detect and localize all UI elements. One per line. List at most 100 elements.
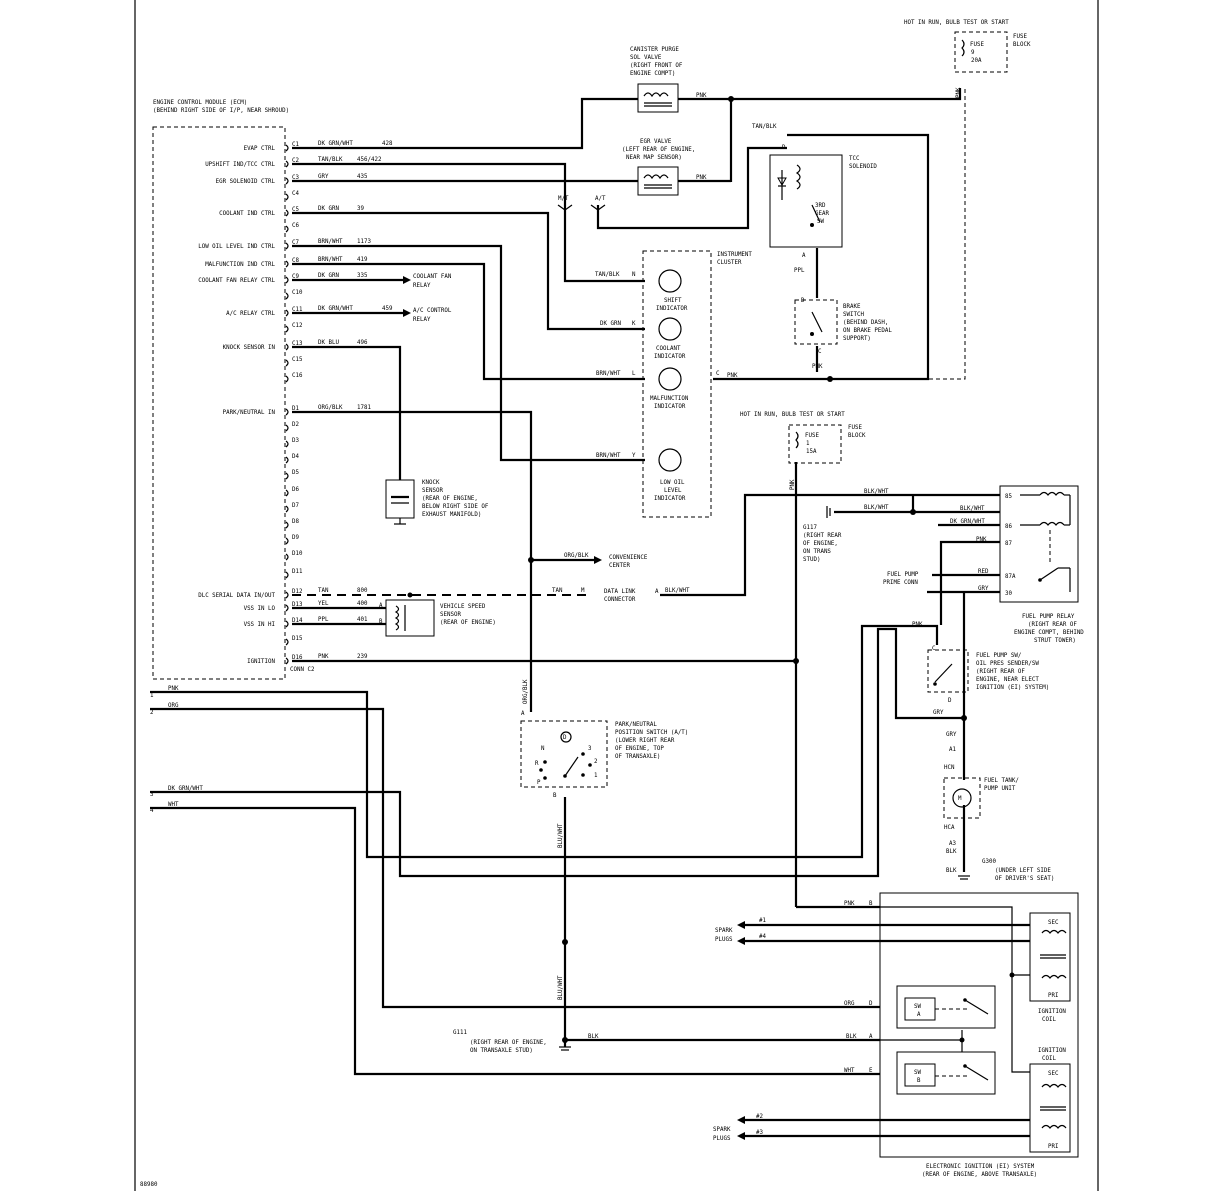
mt-at-switch: M/T A/T <box>557 196 606 211</box>
spark-plugs-lower: SPARK PLUGS #2 #3 <box>713 1114 763 1142</box>
svg-text:BRN/WHT: BRN/WHT <box>596 453 621 459</box>
ecm-module: ENGINE CONTROL MODULE (ECM) (BEHIND RIGH… <box>152 100 393 680</box>
svg-text:FUSE: FUSE <box>848 425 862 431</box>
ecm-pin-id: D11 <box>292 569 303 575</box>
svg-text:STRUT TOWER): STRUT TOWER) <box>1034 638 1076 644</box>
park-neutral-switch: A B D N R P 3 2 1 PARK/NEUTRAL POSITION … <box>520 679 688 1000</box>
svg-text:ENGINE COMPT, BEHIND: ENGINE COMPT, BEHIND <box>1014 630 1084 636</box>
svg-text:PPL: PPL <box>794 268 805 274</box>
svg-text:ENGINE COMPT): ENGINE COMPT) <box>630 71 675 77</box>
arrow-c11 <box>403 309 411 317</box>
svg-text:INSTRUMENT: INSTRUMENT <box>717 252 752 258</box>
ecm-pin-name: UPSHIFT IND/TCC CTRL <box>205 162 275 168</box>
ecm-title-2: (BEHIND RIGHT SIDE OF I/P, NEAR SHROUD) <box>153 108 289 114</box>
ecm-pin-id: C5 <box>292 207 299 213</box>
ecm-pin-id: C9 <box>292 274 299 280</box>
ecm-pin-wire: DK BLU <box>318 340 339 346</box>
svg-text:EGR VALVE: EGR VALVE <box>640 139 672 145</box>
vehicle-speed-sensor: A B VEHICLE SPEED SENSOR (REAR OF ENGINE… <box>379 599 496 637</box>
svg-text:OF ENGINE,: OF ENGINE, <box>803 541 838 547</box>
ecm-pin-wire: YEL <box>318 601 329 607</box>
svg-text:GEAR: GEAR <box>815 211 829 217</box>
ecm-pin-circuit: 1173 <box>357 239 371 245</box>
svg-text:D: D <box>869 1001 873 1007</box>
svg-text:RELAY: RELAY <box>413 317 431 323</box>
oil-pressure-switch: PNK C D FUEL PUMP SW/ OIL PRES SENDER/SW… <box>912 622 1049 738</box>
svg-text:IGNITION: IGNITION <box>1038 1048 1066 1054</box>
svg-text:D: D <box>801 298 805 304</box>
svg-text:B: B <box>379 619 383 625</box>
svg-text:SWITCH: SWITCH <box>843 312 864 318</box>
svg-text:INDICATOR: INDICATOR <box>654 496 686 502</box>
svg-text:MALFUNCTION: MALFUNCTION <box>650 396 689 402</box>
svg-text:C: C <box>932 646 936 652</box>
ecm-pin-c10: C10 <box>285 290 303 300</box>
arrow-c9 <box>403 276 411 284</box>
svg-text:#2: #2 <box>756 1114 763 1120</box>
ecm-pin-circuit: 335 <box>357 273 368 279</box>
svg-text:PNK: PNK <box>696 93 707 99</box>
svg-text:TAN/BLK: TAN/BLK <box>752 124 777 130</box>
svg-text:SENSOR: SENSOR <box>440 612 461 618</box>
svg-text:R: R <box>535 761 539 767</box>
svg-text:TAN/BLK: TAN/BLK <box>595 272 620 278</box>
ecm-conn-label: CONN C2 <box>290 667 314 673</box>
wire-dlc-blkwht <box>660 493 913 597</box>
svg-text:ON TRANS: ON TRANS <box>803 549 831 555</box>
svg-text:VEHICLE SPEED: VEHICLE SPEED <box>440 604 486 610</box>
ecm-pin-id: D14 <box>292 618 303 624</box>
arrow-plug-4 <box>737 937 745 945</box>
ecm-pin-id: C7 <box>292 240 299 246</box>
wire-c1 <box>292 97 638 150</box>
svg-text:HCA: HCA <box>944 825 955 831</box>
ecm-pin-id: D12 <box>292 589 302 595</box>
wire-c13 <box>292 345 402 480</box>
ecm-pin-name: COOLANT FAN RELAY CTRL <box>198 278 275 284</box>
svg-text:PRI: PRI <box>1048 1144 1058 1150</box>
ecm-pin-wire: GRY <box>318 174 329 180</box>
svg-text:BLU/WHT: BLU/WHT <box>558 975 564 1000</box>
ecm-pin-circuit: 428 <box>382 141 393 147</box>
svg-text:PARK/NEUTRAL: PARK/NEUTRAL <box>615 722 657 728</box>
svg-text:SUPPORT): SUPPORT) <box>843 336 871 342</box>
svg-text:M: M <box>958 796 962 802</box>
ecm-pin-name: VSS IN HI <box>244 622 275 628</box>
svg-text:DATA LINK: DATA LINK <box>604 589 636 595</box>
svg-text:#3: #3 <box>756 1130 763 1136</box>
svg-text:COOLANT: COOLANT <box>656 346 681 352</box>
ecm-pin-id: D9 <box>292 535 299 541</box>
ecm-pin-circuit: 239 <box>357 654 368 660</box>
ecm-pin-id: C10 <box>292 290 303 296</box>
ecm-pin-name: COOLANT IND CTRL <box>219 211 275 217</box>
egr-valve: EGR VALVE (LEFT REAR OF ENGINE, NEAR MAP… <box>622 139 707 196</box>
svg-text:HOT IN RUN, BULB TEST OR START: HOT IN RUN, BULB TEST OR START <box>904 20 1009 26</box>
ecm-pin-id: C16 <box>292 373 303 379</box>
svg-text:TAN: TAN <box>552 588 563 594</box>
svg-text:E: E <box>869 1068 873 1074</box>
wire-pnk-to-fuse <box>731 88 962 101</box>
arrow-convenience <box>594 556 602 564</box>
svg-text:9: 9 <box>971 50 975 56</box>
ecm-pin-d3: D3 <box>285 438 299 448</box>
svg-text:N: N <box>541 746 545 752</box>
svg-text:KNOCK: KNOCK <box>422 480 440 486</box>
svg-text:PNK: PNK <box>727 373 738 379</box>
ecm-pin-circuit: 435 <box>357 174 368 180</box>
svg-text:87: 87 <box>1005 541 1012 547</box>
svg-text:BELOW RIGHT SIDE OF: BELOW RIGHT SIDE OF <box>422 504 489 510</box>
ecm-pin-wire: TAN/BLK <box>318 157 343 163</box>
terminal-1-wire: PNK <box>168 686 179 692</box>
ecm-pin-id: D8 <box>292 519 299 525</box>
svg-text:BLK: BLK <box>946 868 957 874</box>
svg-text:TCC: TCC <box>849 156 860 162</box>
svg-text:FUEL PUMP RELAY: FUEL PUMP RELAY <box>1022 614 1075 620</box>
fuse-1: HOT IN RUN, BULB TEST OR START FUSE 1 15… <box>740 412 866 490</box>
svg-text:WHT: WHT <box>844 1068 855 1074</box>
wire-term-3 <box>150 627 962 878</box>
svg-text:ORG/BLK: ORG/BLK <box>523 679 529 704</box>
